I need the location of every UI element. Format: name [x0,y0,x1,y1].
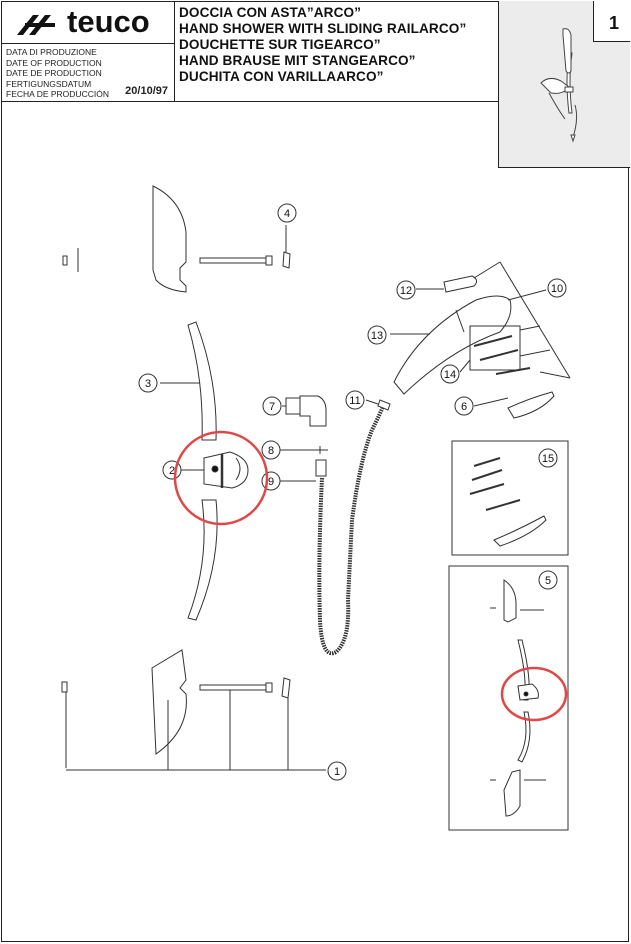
callout-text: 9 [268,476,274,488]
callout-1: 1 [327,761,347,781]
highlight-circle-slider [173,430,269,526]
long-screw-top-icon [199,255,273,266]
button-12-icon [416,275,478,293]
highlight-annotations [173,430,568,722]
callout-text: 5 [545,575,551,587]
filter-discs-14-icon [459,325,521,373]
date-label: FERTIGUNGSDATUM [6,78,92,89]
title-block: teuco DATA DI PRODUZIONE DATE OF PRODUCT… [1,1,630,168]
callout-13: 13 [367,325,387,345]
callout-text: 10 [551,283,563,295]
callout-text: 2 [169,465,175,477]
date-label: DATE DE PRODUCTION [6,68,102,79]
callout-5: 5 [538,570,558,590]
hose-elbow-7-icon [282,395,327,427]
callout-11: 11 [345,390,365,410]
hose-connector-11-icon [365,399,391,411]
callout-14: 14 [440,364,460,384]
end-cap-4-icon [282,225,291,269]
callout-labels: 4 12 10 13 14 3 11 7 6 8 15 2 9 5 1 [138,203,567,781]
title-french: DOUCHETTE SUR TIGEARCO” [179,37,381,52]
title-german: HAND BRAUSE MIT STANGEARCO” [179,53,416,68]
title-spanish: DUCHITA CON VARILLAARCO” [179,69,384,84]
callout-7: 7 [262,396,282,416]
highlight-circle-kit-slider [500,666,568,722]
logo-cell: teuco [1,1,175,44]
date-label: FECHA DE PRODUCCIÓN [6,89,109,100]
page-number: 1 [608,13,619,33]
production-date-cell: DATA DI PRODUZIONE DATE OF PRODUCTION DA… [1,43,175,101]
callout-12: 12 [396,280,416,300]
date-label: DATA DI PRODUZIONE [6,47,97,57]
date-label: DATE OF PRODUCTION [6,57,102,68]
callout-9: 9 [261,471,281,491]
kit-box-5 [448,565,569,831]
hand-shower-13-icon [390,295,512,395]
washer-8-icon [280,446,328,454]
shower-thumbnail-icon [540,28,578,143]
callout-8: 8 [261,440,281,460]
spray-plate-6-icon [473,367,555,419]
callout-text: 12 [400,285,412,297]
group-bracket-10-icon [473,261,571,379]
product-titles: DOCCIA CON ASTA”ARCO” HAND SHOWER WITH S… [179,5,466,85]
product-thumbnail: 1 [498,1,630,168]
title-english: HAND SHOWER WITH SLIDING RAILARCO” [179,21,467,36]
teuco-logo-mark-icon [17,15,55,35]
callout-text: 1 [334,766,340,778]
callout-text: 4 [284,208,290,220]
wall-bracket-bottom-icon [61,649,326,771]
callout-3: 3 [138,373,158,393]
callout-text: 3 [145,378,151,390]
brand-logo: teuco [67,4,150,39]
callout-15: 15 [538,448,558,468]
title-italian: DOCCIA CON ASTA”ARCO” [179,5,362,20]
production-date: 20/10/97 [125,85,168,97]
page-number-tab: 1 [593,1,630,42]
callout-text: 13 [371,330,383,342]
wall-bracket-top-icon [152,185,187,293]
callout-6: 6 [454,396,474,416]
hose-nut-9-icon [280,459,327,482]
callout-text: 14 [444,369,456,381]
callout-text: 15 [542,453,554,465]
date-labels: DATA DI PRODUZIONE DATE OF PRODUCTION DA… [6,47,109,100]
callout-text: 6 [461,401,467,413]
callout-text: 11 [349,395,360,407]
anchor-screw-top-icon [62,248,79,272]
sliding-rail-upper-icon [160,321,217,441]
callout-text: 8 [268,445,274,457]
callout-10: 10 [547,278,567,298]
callout-text: 7 [269,401,275,413]
shower-hose-icon [317,403,386,656]
sliding-rail-lower-icon [187,499,218,621]
callout-4: 4 [277,203,297,223]
slider-2-icon [180,451,249,489]
spare-parts-box-15 [451,440,569,556]
